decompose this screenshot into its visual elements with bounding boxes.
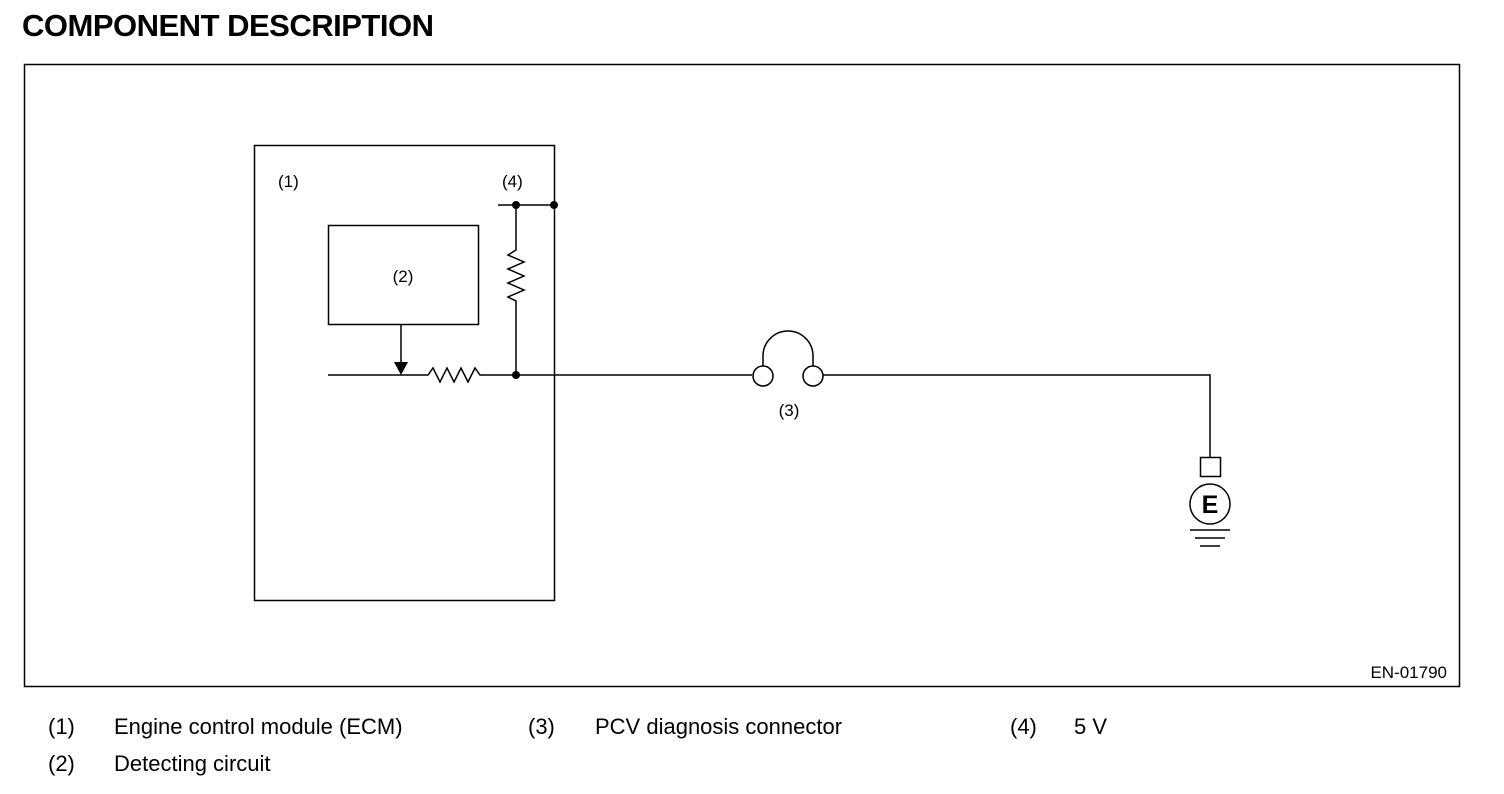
ground-terminal: [1199, 456, 1222, 478]
signal-node: [512, 371, 520, 379]
page-title: COMPONENT DESCRIPTION: [22, 8, 434, 43]
connector-terminal-left: [752, 365, 774, 387]
ecm-box: [253, 144, 556, 602]
connector-bridge: [762, 330, 814, 366]
ground-symbol-letter: E: [1202, 491, 1219, 519]
figure-id: EN-01790: [1370, 663, 1447, 682]
connector-terminal-right: [802, 365, 824, 387]
connector-label: (3): [779, 401, 800, 420]
voltage-label: (4): [502, 172, 523, 191]
detecting-circuit-label: (2): [393, 267, 414, 286]
ecm-label: (1): [278, 172, 299, 191]
diagram-frame: [23, 63, 1461, 688]
detect-arrow-head: [394, 362, 408, 375]
signal-line: [328, 366, 752, 384]
pull-up-resistor: [506, 205, 526, 375]
ground-symbol-circle: [1189, 483, 1231, 525]
supply-node-edge: [550, 201, 558, 209]
ground-wire: [823, 374, 1211, 457]
detecting-circuit-box: [327, 224, 480, 326]
